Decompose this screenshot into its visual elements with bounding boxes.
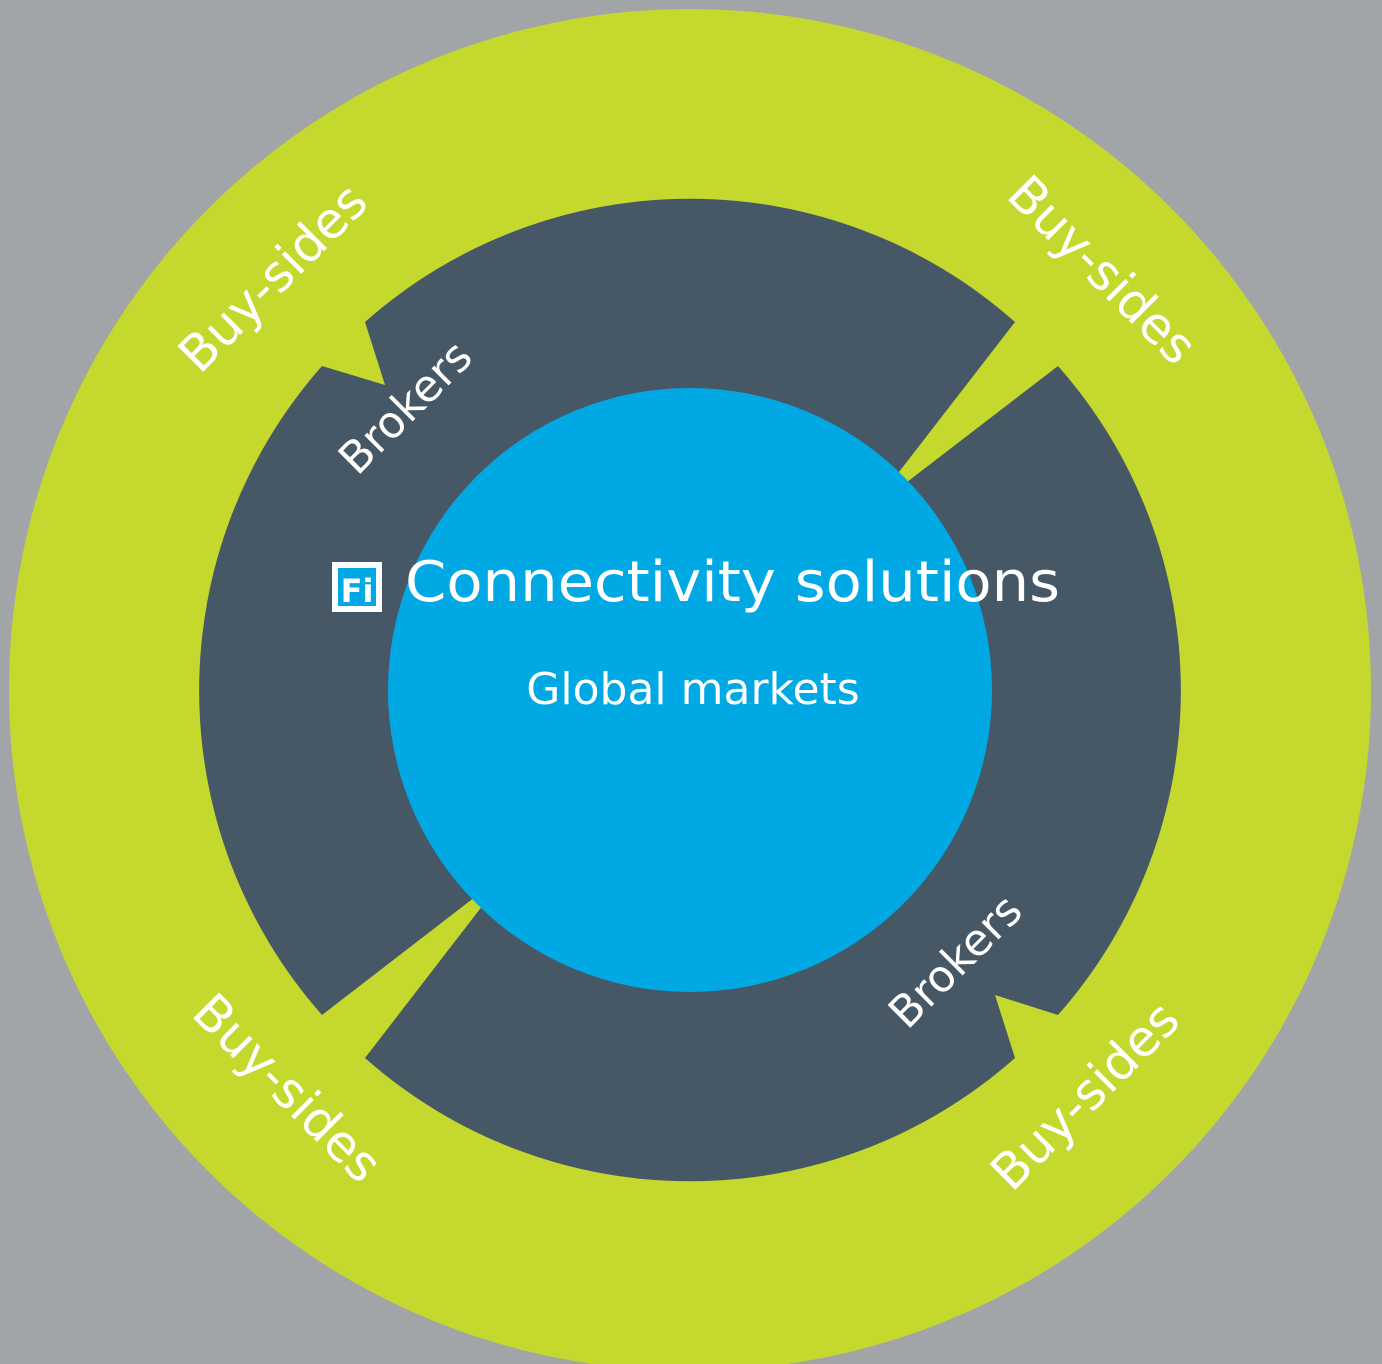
core-global-markets xyxy=(388,388,992,992)
logo-text: Fi xyxy=(341,572,374,610)
core-subtitle: Global markets xyxy=(526,664,859,715)
fi-logo-icon: Fi xyxy=(332,562,382,612)
core-title: Connectivity solutions xyxy=(405,550,1060,615)
